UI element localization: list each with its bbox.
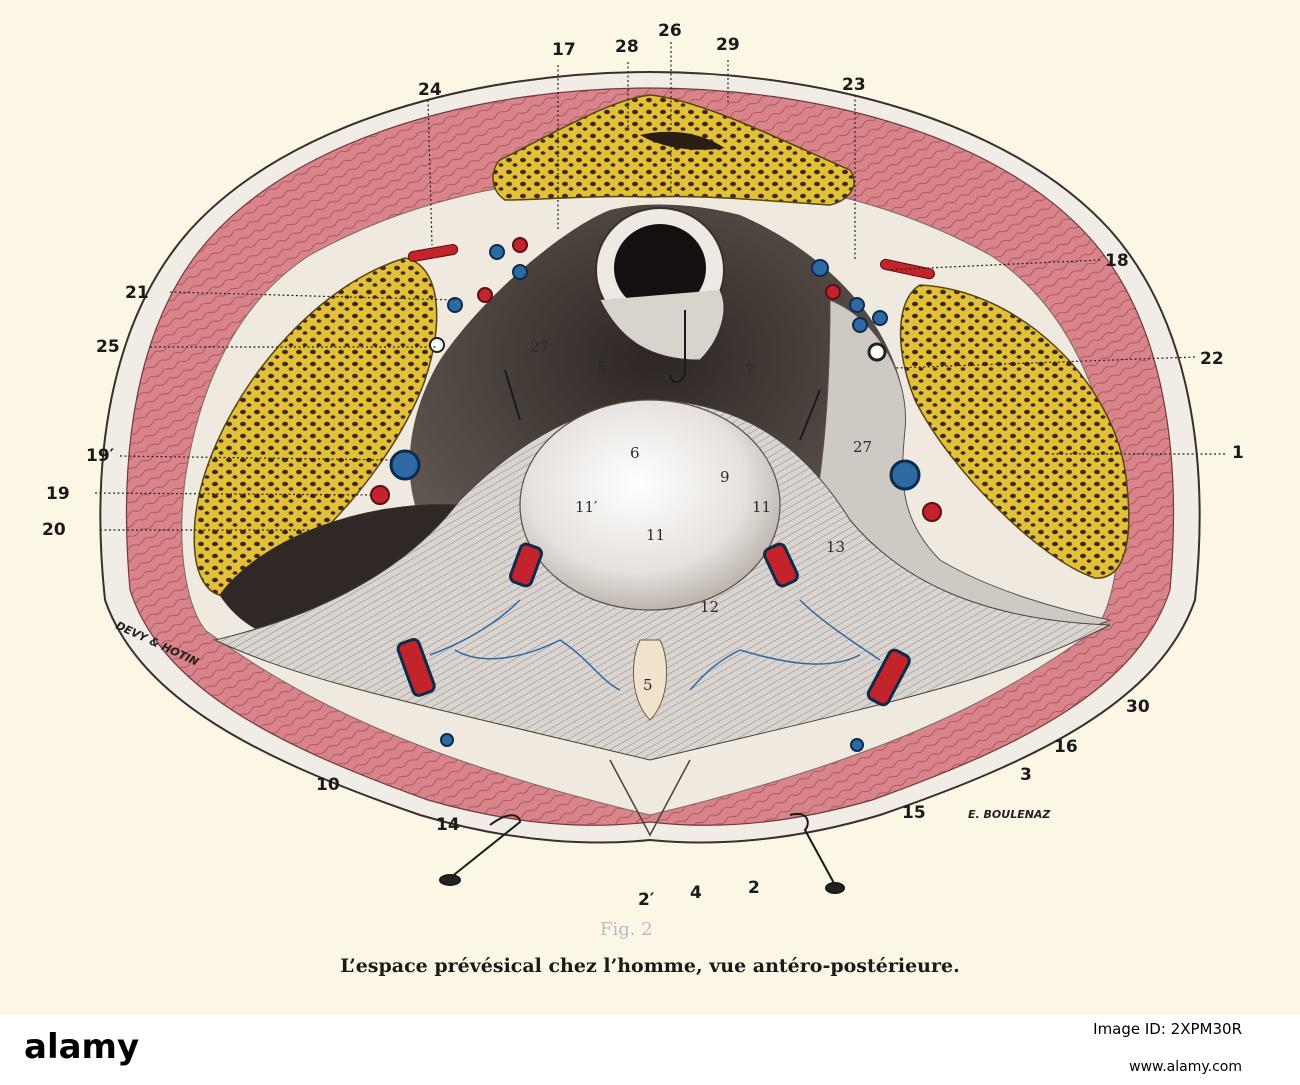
anatomical-plate: 24 17 28 26 29 23 21 25 18 22 19′ 19 20 1 10 14 2′ 4 2 15 3 1… xyxy=(0,0,1300,1015)
label-15: 10 xyxy=(316,775,340,795)
inner-label-8: 11 xyxy=(646,526,665,544)
left-vessel-c xyxy=(512,264,528,280)
right-iliac-artery xyxy=(922,502,942,522)
label-4: 26 xyxy=(658,21,682,41)
right-vessel-d xyxy=(872,310,888,326)
linea-alba xyxy=(609,759,691,837)
fig-stamp: Fig. 2 xyxy=(600,919,653,940)
bladder xyxy=(519,399,781,611)
label-5: 29 xyxy=(716,35,740,55)
label-21: 3 xyxy=(1020,765,1032,785)
label-22: 16 xyxy=(1054,737,1078,757)
rectal-lumen xyxy=(614,224,706,312)
inner-label-5: 6 xyxy=(630,444,640,462)
label-6: 23 xyxy=(842,75,866,95)
urachus xyxy=(632,639,668,721)
label-7: 21 xyxy=(125,283,149,303)
stock-watermark-bar: alamy Image ID: 2XPM30R www.alamy.com xyxy=(0,1015,1300,1085)
right-vessel-e xyxy=(852,317,868,333)
left-iliac-vein xyxy=(389,449,421,481)
label-14: 1 xyxy=(1232,443,1244,463)
right-vesical-vessels xyxy=(689,599,881,691)
right-iliac-vein xyxy=(889,459,921,491)
left-vesical-vessels xyxy=(429,599,621,691)
figure-caption: L’espace prévésical chez l’homme, vue an… xyxy=(340,955,960,977)
inner-label-3: 7 xyxy=(745,361,755,379)
inner-label-2: 8 xyxy=(597,358,607,376)
inner-label-12: 5 xyxy=(643,676,653,694)
sacral-canal xyxy=(640,131,725,150)
inner-label-6: 9 xyxy=(720,468,730,486)
leader-lines xyxy=(94,42,1225,531)
inner-label-4: 27 xyxy=(853,438,872,456)
label-8: 25 xyxy=(96,337,120,357)
left-gluteal-vessel xyxy=(407,244,459,262)
right-vessel-c xyxy=(849,297,865,313)
right-nerve xyxy=(867,342,887,362)
label-11: 19′ xyxy=(86,446,115,466)
label-19: 2 xyxy=(748,878,760,898)
left-obturator-artery xyxy=(477,287,493,303)
label-1: 24 xyxy=(418,80,442,100)
pelvis-section-illustration: 24 17 28 26 29 23 21 25 18 22 19′ 19 20 1 10 14 2′ 4 2 15 3 1… xyxy=(42,21,1244,940)
label-20: 15 xyxy=(902,803,926,823)
left-vessel-a xyxy=(489,244,505,260)
rectum-wall xyxy=(599,289,725,361)
right-gluteal-vessel xyxy=(879,258,935,280)
right-hip-bone xyxy=(899,284,1130,579)
inner-label-1: 27 xyxy=(530,338,549,356)
right-vessel-b xyxy=(825,284,841,300)
inner-label-11: 12 xyxy=(700,598,719,616)
right-inguinal-vessels xyxy=(866,648,911,707)
inner-label-9: 11 xyxy=(752,498,771,516)
label-3: 28 xyxy=(615,37,639,57)
inner-labels: 27 8 7 27 6 9 11′ 11 11 13 12 5 xyxy=(530,338,872,694)
label-18: 4 xyxy=(690,883,702,903)
left-inguinal-vessels xyxy=(396,638,436,697)
inner-label-10: 13 xyxy=(826,538,845,556)
right-vessel-a xyxy=(811,259,829,277)
left-ureter xyxy=(509,542,543,588)
right-ureter xyxy=(763,542,799,588)
label-2: 17 xyxy=(552,40,576,60)
alamy-logo: alamy xyxy=(24,1027,140,1067)
pins xyxy=(439,310,845,894)
left-nerve xyxy=(429,337,445,353)
label-13: 20 xyxy=(42,520,66,540)
outer-labels: 24 17 28 26 29 23 21 25 18 22 19′ 19 20 1 10 14 2′ 4 2 15 3 1… xyxy=(42,21,1244,910)
sacrum-bone xyxy=(492,94,855,206)
inner-label-7: 11′ xyxy=(575,498,598,516)
signature-right: E. BOULENAZ xyxy=(968,808,1051,821)
left-obturator-vein xyxy=(447,297,463,313)
site-url: www.alamy.com xyxy=(1129,1059,1242,1075)
label-17: 2′ xyxy=(638,890,655,910)
label-12: 19 xyxy=(46,484,70,504)
label-16: 14 xyxy=(436,815,460,835)
right-epigastric-vessel xyxy=(850,738,864,752)
image-id: Image ID: 2XPM30R xyxy=(1093,1020,1242,1038)
label-9: 18 xyxy=(1105,251,1129,271)
left-vessel-b xyxy=(512,237,528,253)
label-10: 22 xyxy=(1200,349,1224,369)
label-23: 30 xyxy=(1126,697,1150,717)
left-epigastric-vessel xyxy=(440,733,454,747)
left-iliac-artery xyxy=(370,485,390,505)
